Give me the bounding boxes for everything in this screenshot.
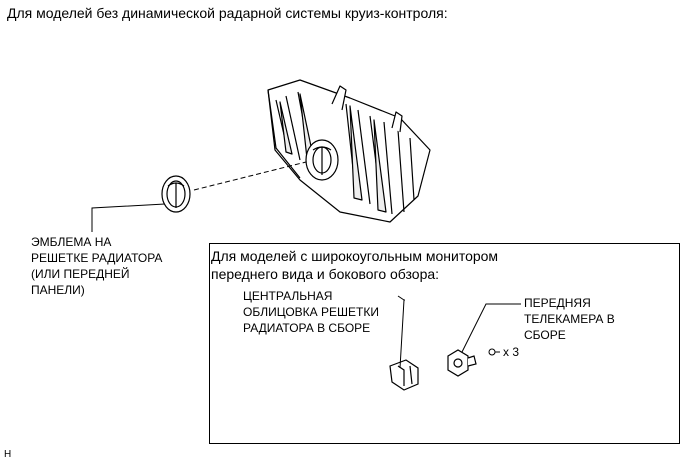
emblem-drawing xyxy=(161,175,191,213)
center-cover-label-line: ОБЛИЦОВКА РЕШЕТКИ xyxy=(243,305,379,319)
box-title: Для моделей с широкоугольным монитором п… xyxy=(211,247,498,283)
emblem-label: ЭМБЛЕМА НА РЕШЕТКЕ РАДИАТОРА (ИЛИ ПЕРЕДН… xyxy=(31,234,162,298)
camera-leader-line xyxy=(461,303,521,353)
emblem-label-line: ПАНЕЛИ) xyxy=(31,283,85,297)
emblem-alignment-dashed-line xyxy=(193,161,307,191)
figure-code: H xyxy=(4,449,12,460)
center-cover-label: ЦЕНТРАЛЬНАЯ ОБЛИЦОВКА РЕШЕТКИ РАДИАТОРА … xyxy=(243,288,379,336)
camera-label-line: ТЕЛЕКАМЕРА В xyxy=(524,312,615,326)
emblem-leader-line xyxy=(91,203,166,232)
wide-angle-monitor-box xyxy=(209,243,680,444)
quantity-label: x 3 xyxy=(503,345,520,359)
camera-label: ПЕРЕДНЯЯ ТЕЛЕКАМЕРА В СБОРЕ xyxy=(524,295,615,343)
emblem-label-line: ЭМБЛЕМА НА xyxy=(31,235,112,249)
camera-label-line: СБОРЕ xyxy=(524,328,566,342)
page-heading: Для моделей без динамической радарной си… xyxy=(7,5,448,21)
camera-drawing xyxy=(447,349,477,377)
camera-label-line: ПЕРЕДНЯЯ xyxy=(524,296,591,310)
center-cover-label-line: ЦЕНТРАЛЬНАЯ xyxy=(243,289,333,303)
box-title-line: Для моделей с широкоугольным монитором xyxy=(211,248,499,264)
box-title-line: переднего вида и бокового обзора: xyxy=(211,266,440,282)
radiator-grille-drawing xyxy=(267,79,431,223)
clip-drawing xyxy=(488,348,500,356)
center-cover-label-line: РАДИАТОРА В СБОРЕ xyxy=(243,321,371,335)
emblem-label-line: (ИЛИ ПЕРЕДНЕЙ xyxy=(31,267,130,281)
emblem-label-line: РЕШЕТКЕ РАДИАТОРА xyxy=(31,251,163,265)
